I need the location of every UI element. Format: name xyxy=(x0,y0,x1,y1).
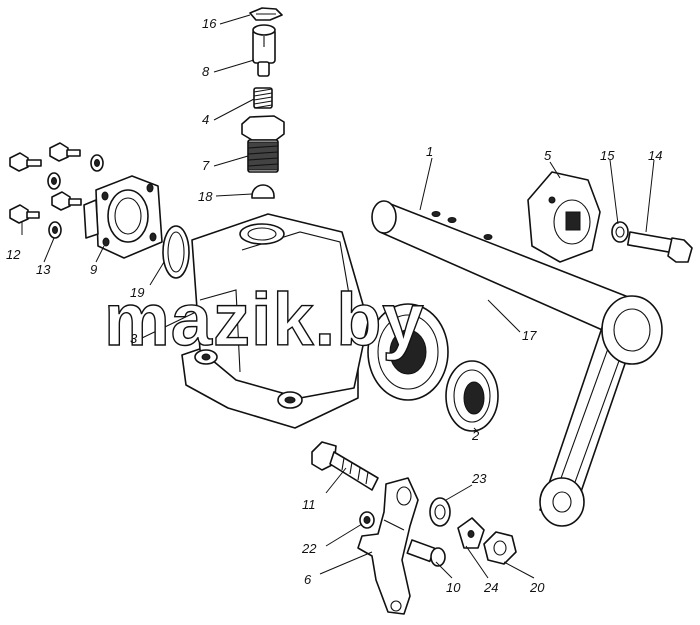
part-19-o-ring xyxy=(162,225,190,279)
part-15-washer xyxy=(611,221,629,243)
part-7-plug xyxy=(241,115,285,173)
part-13-washer-c xyxy=(48,221,62,239)
part-5-clamp xyxy=(527,171,601,263)
callout-11: 11 xyxy=(302,497,316,512)
callout-9: 9 xyxy=(90,262,97,277)
callout-19: 19 xyxy=(130,285,144,300)
callout-17: 17 xyxy=(522,328,537,343)
lever-arm xyxy=(539,295,663,527)
part-10-pin xyxy=(406,539,446,567)
callout-12: 12 xyxy=(6,247,21,262)
callout-20: 20 xyxy=(529,580,545,595)
part-12-bolt-c xyxy=(51,191,82,211)
callout-13: 13 xyxy=(36,262,51,277)
part-11-bolt xyxy=(311,441,379,491)
callout-1: 1 xyxy=(426,144,433,159)
part-12-bolt-b xyxy=(49,142,81,162)
part-3-housing xyxy=(181,213,449,429)
watermark-text: mazik.by xyxy=(104,278,425,361)
callout-23: 23 xyxy=(471,471,487,486)
callout-numbers: 16 8 4 7 18 12 13 9 19 3 1 5 15 14 17 2 … xyxy=(6,16,662,595)
callout-15: 15 xyxy=(600,148,615,163)
callout-10: 10 xyxy=(446,580,461,595)
part-6-lever xyxy=(357,477,419,615)
part-16-nut xyxy=(249,7,283,21)
part-8-pin xyxy=(252,24,276,77)
part-23-washer xyxy=(429,497,451,527)
callout-7: 7 xyxy=(202,158,210,173)
part-13-washer-b xyxy=(47,172,61,190)
part-2-bushing xyxy=(445,360,499,432)
callout-3: 3 xyxy=(130,331,138,346)
part-22-washer xyxy=(359,511,375,529)
callout-14: 14 xyxy=(648,148,662,163)
callout-24: 24 xyxy=(483,580,498,595)
part-18-ball xyxy=(251,184,275,199)
part-12-bolt-a xyxy=(9,152,42,172)
callout-5: 5 xyxy=(544,148,552,163)
part-14-bolt xyxy=(626,231,693,263)
callout-2: 2 xyxy=(471,428,480,443)
callout-18: 18 xyxy=(198,189,213,204)
callout-8: 8 xyxy=(202,64,210,79)
callout-16: 16 xyxy=(202,16,217,31)
part-12-bolt-d xyxy=(9,204,40,224)
callout-4: 4 xyxy=(202,112,209,127)
callout-22: 22 xyxy=(301,541,317,556)
part-13-washer-a xyxy=(90,154,104,172)
callout-6: 6 xyxy=(304,572,312,587)
leader-lines xyxy=(21,14,655,579)
part-24-lock-plate xyxy=(457,517,485,549)
part-20-nut xyxy=(483,531,517,565)
part-9-flange xyxy=(83,175,163,259)
part-4-spring xyxy=(253,87,273,109)
